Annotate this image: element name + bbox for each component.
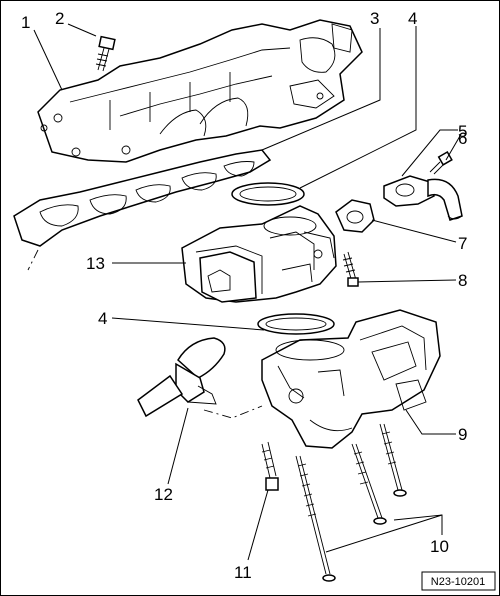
throttle-valve-module (181, 205, 337, 303)
gasket-ring-lower (257, 313, 335, 335)
hose-connector (137, 337, 226, 418)
callout-10: 10 (430, 537, 449, 556)
figure-reference: N23-10201 (421, 571, 496, 591)
intake-manifold (37, 19, 363, 163)
callout-2: 2 (55, 9, 64, 28)
pipe-gasket (335, 199, 375, 233)
callout-13: 13 (86, 254, 105, 273)
callout-4-lower: 4 (98, 309, 107, 328)
centerline-pipe (203, 405, 263, 419)
long-bolts (295, 423, 407, 582)
module-bolt (342, 251, 359, 287)
connecting-pipe (383, 175, 463, 221)
callout-12: 12 (154, 485, 173, 504)
callout-11: 11 (234, 563, 252, 582)
callout-9: 9 (458, 425, 467, 444)
callout-4-upper: 4 (408, 9, 417, 28)
callout-7: 7 (458, 234, 467, 253)
callout-1: 1 (21, 13, 30, 32)
manifold-gasket (13, 149, 272, 247)
figure-ref-text: N23-10201 (431, 576, 485, 588)
centerline-manifold (27, 249, 39, 271)
manifold-bolt (95, 35, 116, 72)
callout-6: 6 (458, 129, 467, 148)
egr-valve-housing (261, 309, 441, 449)
leader-lines (33, 23, 461, 561)
callout-5: 5 (458, 122, 467, 141)
callout-3: 3 (370, 9, 379, 28)
gasket-ring-upper (231, 182, 305, 206)
short-bolt (261, 441, 279, 491)
callout-8: 8 (458, 271, 467, 290)
